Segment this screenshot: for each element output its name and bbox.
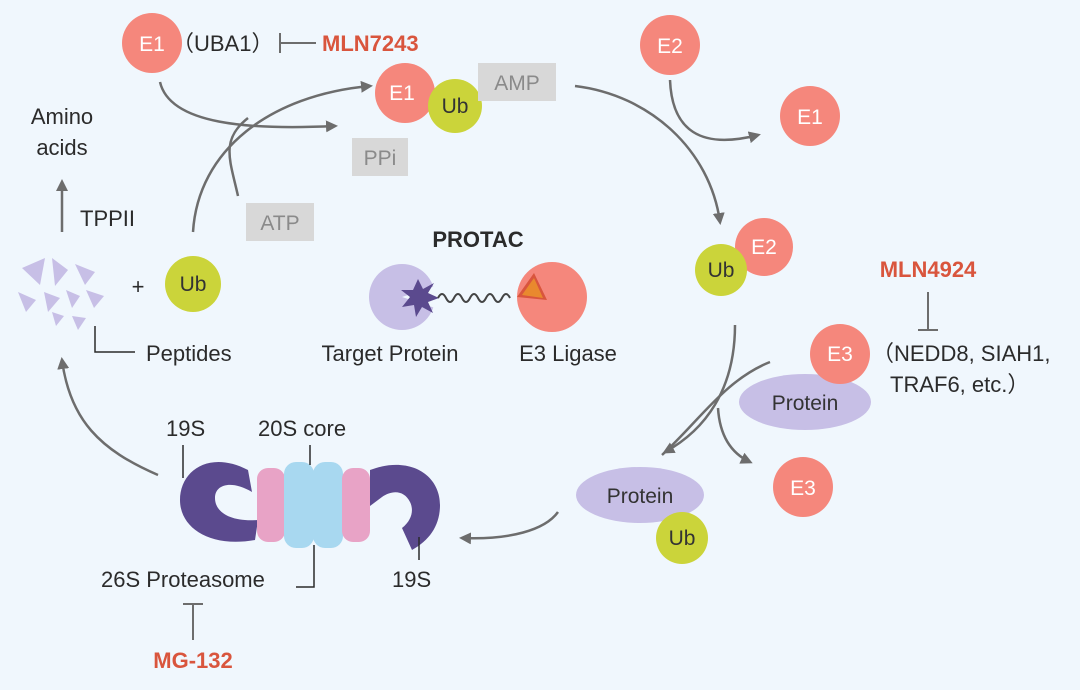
atp-label: ATP — [260, 212, 299, 235]
e3-protein-arrow — [661, 360, 771, 456]
ub-tag-circle — [656, 512, 708, 564]
e2-to-e3-arrow — [662, 324, 737, 454]
ub-on-e2-label: Ub — [708, 259, 735, 282]
atp-branch — [228, 117, 249, 197]
ub-tag-label: Ub — [669, 527, 696, 550]
e3-list-line2: TRAF6, etc.） — [890, 372, 1029, 397]
s26-label: 26S Proteasome — [101, 567, 265, 592]
e3-released-label: E3 — [790, 477, 816, 500]
peptides-leader-line — [94, 326, 135, 353]
s19-right-label: 19S — [392, 567, 431, 592]
atp-arrow — [191, 80, 373, 233]
atp-box — [246, 203, 314, 241]
peptides-label: Peptides — [146, 341, 232, 366]
e3-binder-triangle-inner — [522, 278, 543, 298]
target-protein-label: Target Protein — [322, 341, 459, 366]
e2-ub-circle — [735, 218, 793, 276]
protac-linker — [437, 293, 511, 303]
e3-circle — [810, 324, 870, 384]
ub-protein-label: Protein — [607, 485, 674, 508]
proteasome-leader-lines — [182, 445, 420, 588]
plus-sign: + — [132, 274, 145, 299]
to-peptides-arrow — [57, 357, 159, 477]
e2-top-label: E2 — [657, 35, 683, 58]
s20-core-label: 20S core — [258, 416, 346, 441]
proteasome-alpha-ring-left — [257, 468, 285, 542]
tppii-label: TPPII — [80, 206, 135, 231]
e3-ligase-label: E3 Ligase — [519, 341, 617, 366]
proteasome-26s — [180, 461, 440, 550]
e2-ub-label: E2 — [751, 236, 777, 259]
e1-top-label: E1 — [139, 33, 165, 56]
e1-ub-circle — [375, 63, 435, 123]
proteasome-beta-ring-1 — [284, 462, 314, 548]
inhibition-symbol-mln7243 — [279, 33, 316, 53]
amino-acids-line1: Amino — [31, 104, 93, 129]
e2-top-circle — [640, 15, 700, 75]
inhibition-symbol-mln4924 — [918, 292, 938, 331]
ub-on-e2-circle — [695, 244, 747, 296]
to-proteasome-arrow — [459, 511, 560, 545]
ppi-box — [352, 138, 408, 176]
e1-released-label: E1 — [797, 106, 823, 129]
e1-ub-label: E1 — [389, 82, 415, 105]
mg132-label: MG-132 — [153, 648, 232, 673]
e3-label: E3 — [827, 343, 853, 366]
inhibition-symbol-mg132 — [183, 603, 203, 640]
free-ub-circle — [165, 256, 221, 312]
amp-label: AMP — [494, 72, 540, 95]
e1-top-circle — [122, 13, 182, 73]
ub-on-e1-label: Ub — [442, 95, 469, 118]
amino-acids-line2: acids — [36, 135, 87, 160]
ub-on-e1-circle — [428, 79, 482, 133]
e3-released-circle — [773, 457, 833, 517]
free-ub-label: Ub — [180, 273, 207, 296]
warhead-star — [401, 279, 439, 317]
e1-released-circle — [780, 86, 840, 146]
proteasome-beta-ring-2 — [313, 462, 343, 548]
e1-to-e2-arrow — [574, 84, 725, 225]
protac-title: PROTAC — [432, 227, 523, 252]
mln7243-label: MLN7243 — [322, 31, 419, 56]
amp-box — [478, 63, 556, 101]
substrate-protein-ellipse — [739, 374, 871, 430]
proteasome-alpha-ring-right — [342, 468, 370, 542]
uba1-label: （UBA1） — [172, 31, 273, 56]
proteasome-19s-left — [180, 461, 258, 542]
substrate-protein-label: Protein — [772, 392, 839, 415]
s19-left-label: 19S — [166, 416, 205, 441]
e1-activation-arrow — [158, 81, 338, 133]
proteasome-19s-right — [370, 464, 440, 550]
peptide-fragments — [18, 258, 104, 330]
ppi-label: PPi — [364, 147, 397, 170]
e1-release-arrow — [668, 79, 761, 144]
e3-list-line1: （NEDD8, SIAH1, — [872, 341, 1051, 366]
e3-release-arrow — [716, 407, 753, 464]
mln4924-label: MLN4924 — [880, 257, 977, 282]
ub-protein-ellipse — [576, 467, 704, 523]
